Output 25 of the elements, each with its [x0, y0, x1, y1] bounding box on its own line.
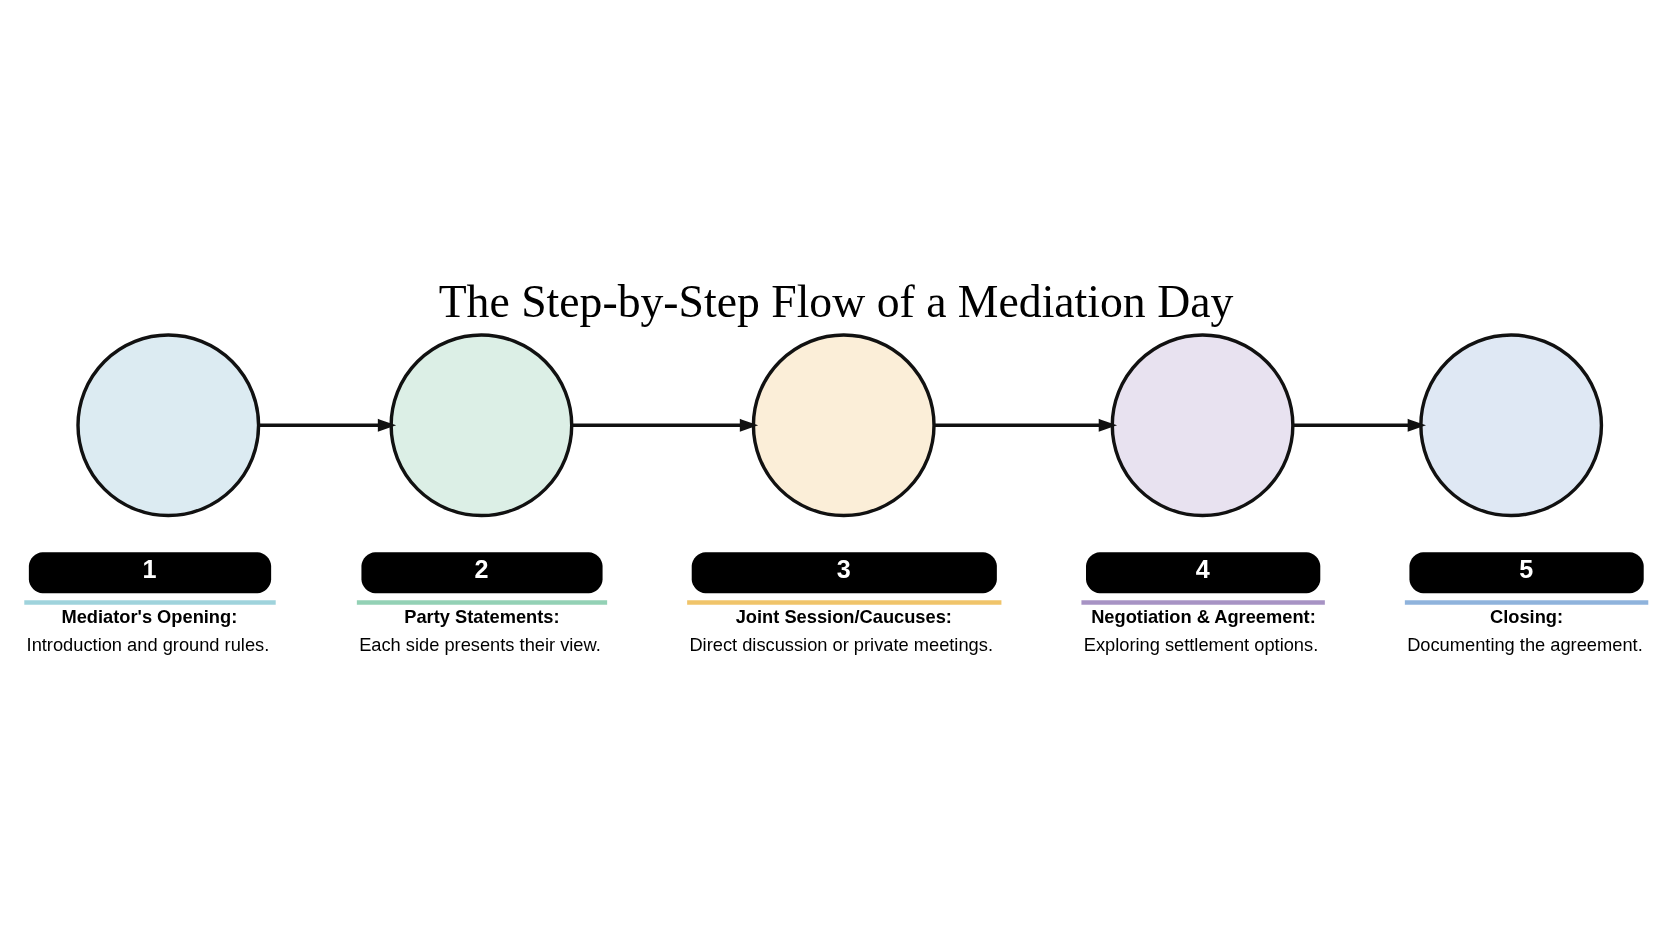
arrow [258, 418, 397, 432]
node-label: Documenting the agreement. [1407, 633, 1643, 655]
node-label: 1 [142, 554, 157, 583]
diagram-title: The Step-by-Step Flow of a Mediation Day [438, 275, 1234, 327]
node-label: Each side presents their view. [359, 633, 601, 655]
node-label: Party Statements: [404, 605, 560, 627]
node-label: 4 [1195, 554, 1210, 583]
node-circle [751, 332, 936, 517]
arrow [572, 418, 759, 432]
node-label: 3 [836, 554, 851, 583]
node-circle [389, 332, 574, 517]
arrow [1292, 418, 1426, 432]
node-label: 5 [1519, 554, 1534, 583]
node-label: Closing: [1490, 605, 1564, 627]
node-circle [76, 332, 261, 517]
node-circle [1110, 332, 1295, 517]
arrow [934, 418, 1118, 432]
node-label: Joint Session/Caucuses: [735, 605, 952, 627]
node-label: Negotiation & Agreement: [1091, 605, 1316, 627]
node-label: 2 [474, 554, 489, 583]
node-label: Mediator's Opening: [61, 605, 238, 627]
node-label: Direct discussion or private meetings. [689, 633, 993, 655]
node-circle [1419, 332, 1604, 517]
node-label: Exploring settlement options. [1083, 633, 1319, 655]
node-label: Introduction and ground rules. [26, 633, 270, 655]
